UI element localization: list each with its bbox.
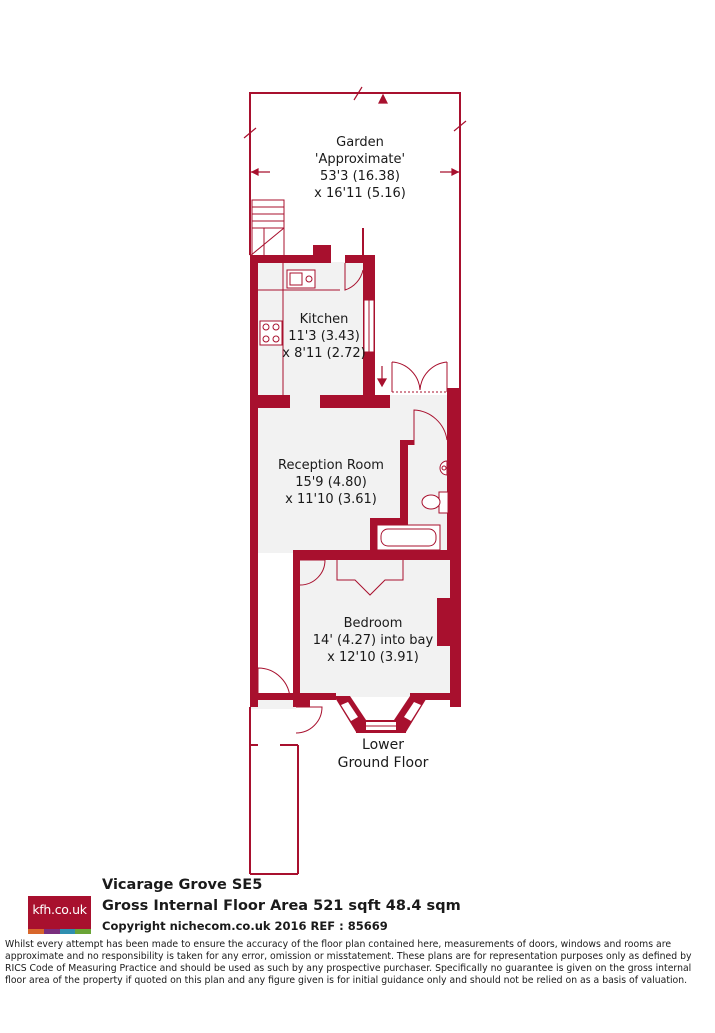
- reception-name: Reception Room: [278, 458, 384, 473]
- stair-arrow: [376, 366, 388, 388]
- reception-dim2: x 11'10 (3.61): [285, 492, 377, 507]
- garden-dimension-marks: [243, 86, 467, 176]
- garden-note: 'Approximate': [314, 152, 406, 167]
- strip-purple: [43, 929, 60, 934]
- kitchen-fittings: [258, 263, 364, 398]
- kitchen-window: [363, 299, 375, 353]
- floor-name-line2: Ground Floor: [337, 755, 429, 771]
- kitchen-name: Kitchen: [299, 312, 349, 327]
- bedroom-name: Bedroom: [343, 616, 403, 631]
- walls: [250, 245, 461, 707]
- bedroom-label: Bedroom 14' (4.27) into bay x 12'10 (3.9…: [296, 615, 450, 666]
- logo-text: kfh.co.uk: [32, 902, 87, 917]
- copyright: Copyright nichecom.co.uk 2016 REF : 8566…: [102, 919, 388, 933]
- reception-label: Reception Room 15'9 (4.80) x 11'10 (3.61…: [260, 457, 402, 508]
- kitchen-dim2: x 8'11 (2.72): [282, 346, 366, 361]
- strip-orange: [28, 929, 44, 934]
- strip-blue: [59, 929, 76, 934]
- garden-dim1: 53'3 (16.38): [320, 169, 400, 184]
- kitchen-label: Kitchen 11'3 (3.43) x 8'11 (2.72): [254, 311, 394, 362]
- bedroom-dim1: 14' (4.27) into bay: [312, 633, 434, 648]
- property-address: Vicarage Grove SE5: [102, 877, 263, 893]
- strip-green: [75, 929, 91, 934]
- front-path: [249, 707, 299, 875]
- disclaimer: Whilst every attempt has been made to en…: [5, 939, 692, 985]
- garden-dim2: x 16'11 (5.16): [314, 186, 406, 201]
- kitchen-dim1: 11'3 (3.43): [288, 329, 360, 344]
- bathroom-fittings: [376, 460, 449, 551]
- garden-name: Garden: [336, 135, 384, 150]
- logo-color-strip: [28, 929, 91, 934]
- bedroom-dim2: x 12'10 (3.91): [327, 650, 419, 665]
- floor-area: Gross Internal Floor Area 521 sqft 48.4 …: [102, 898, 461, 914]
- bay-window: [334, 696, 428, 733]
- doors: [257, 361, 448, 734]
- reception-dim1: 15'9 (4.80): [295, 475, 367, 490]
- floor-name: Lower Ground Floor: [310, 736, 456, 772]
- garden-label: Garden 'Approximate' 53'3 (16.38) x 16'1…: [290, 134, 430, 202]
- external-stairs: [249, 199, 285, 257]
- kfh-logo: kfh.co.uk: [28, 896, 91, 934]
- floor-name-line1: Lower: [362, 737, 404, 753]
